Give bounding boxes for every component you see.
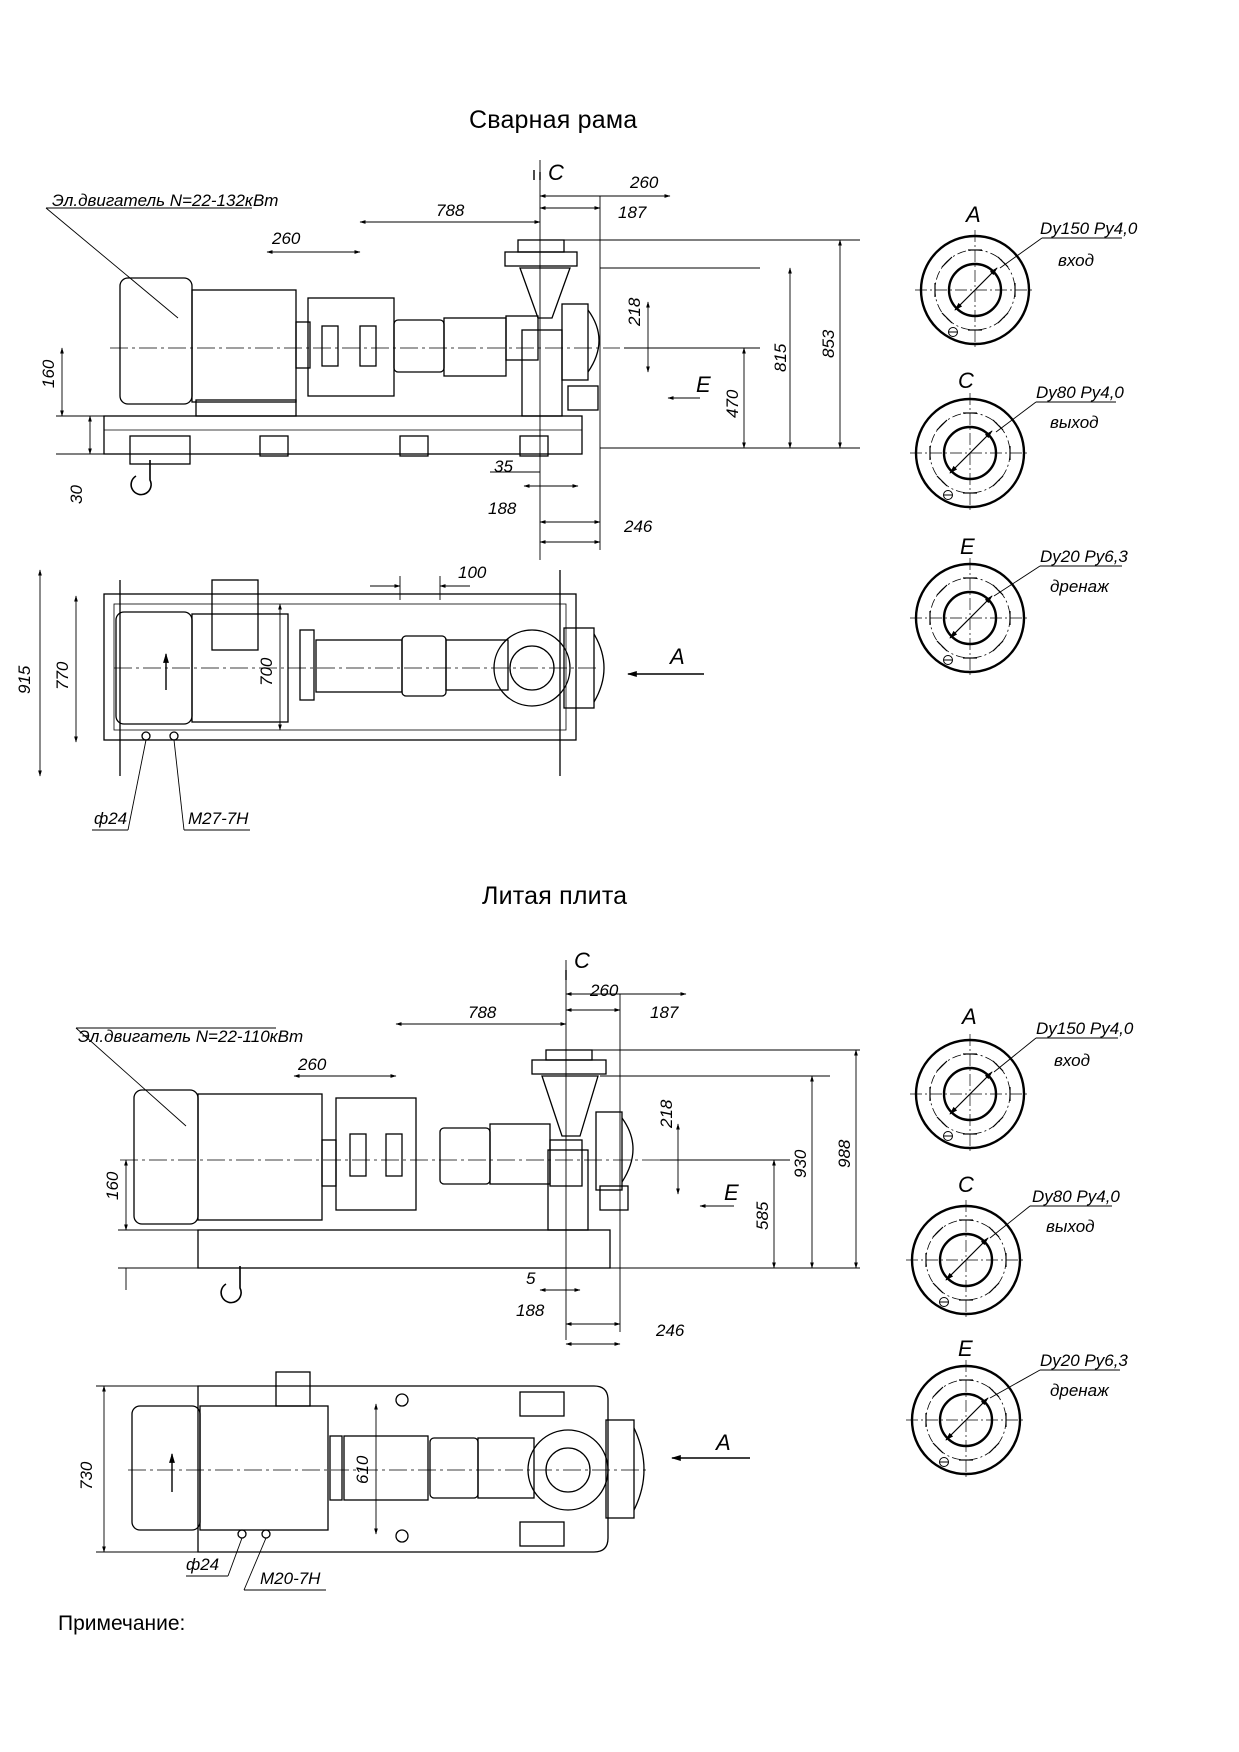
dim-700: 700 — [257, 657, 276, 686]
flange-name-a-2: вход — [1054, 1051, 1090, 1070]
flange-name-a-1: вход — [1058, 251, 1094, 270]
flange-name-e-1: дренаж — [1050, 577, 1110, 596]
flange-name-c-2: выход — [1046, 1217, 1095, 1236]
cast-plate-plan-view — [128, 1371, 650, 1553]
mark-e-2: E — [724, 1180, 739, 1205]
dim-218-2: 218 — [657, 1099, 676, 1129]
dim-260-top-1: 260 — [629, 173, 659, 192]
dim-930: 930 — [791, 1149, 810, 1178]
flange-c-outlet-2 — [906, 1200, 1026, 1320]
section-title-welded-frame: Сварная рама — [469, 106, 638, 134]
dim-788-1: 788 — [436, 201, 465, 220]
dim-260-top-2: 260 — [589, 981, 619, 1000]
dim-5: 5 — [526, 1269, 536, 1288]
welded-frame-dimension-lines — [45, 160, 860, 560]
dim-187-2: 187 — [650, 1003, 679, 1022]
flange-spec-e-2: Dy20 Py6,3 — [1040, 1351, 1128, 1370]
cast-plate-dimension-text: Эл.двигатель N=22-110кВт 788 260 260 187… — [78, 948, 854, 1340]
dim-35: 35 — [494, 457, 513, 476]
dim-160-1: 160 — [39, 359, 58, 388]
dim-610: 610 — [353, 1455, 372, 1484]
flange-spec-a-2: Dy150 Py4,0 — [1036, 1019, 1134, 1038]
hole-m27: М27-7Н — [188, 809, 249, 828]
flange-views-2: A Dy150 Py4,0 вход C Dy80 Py4,0 выход E … — [906, 1004, 1134, 1480]
dim-260-left-1: 260 — [271, 229, 301, 248]
flange-mark-c-2: C — [958, 1172, 974, 1197]
dim-100: 100 — [458, 563, 487, 582]
dim-218-1: 218 — [625, 297, 644, 327]
dim-853: 853 — [819, 329, 838, 358]
welded-frame-plan-view — [103, 570, 605, 776]
mark-a-2: A — [714, 1430, 731, 1455]
flange-mark-a-2: A — [960, 1004, 977, 1029]
flange-name-e-2: дренаж — [1050, 1381, 1110, 1400]
dim-730: 730 — [77, 1461, 96, 1490]
section-title-cast-plate: Литая плита — [482, 882, 628, 910]
dim-988: 988 — [835, 1139, 854, 1168]
hole-d24-2: ф24 — [186, 1555, 219, 1574]
cast-plate-plan-text: 730 610 ф24 М20-7Н A — [77, 1430, 731, 1588]
flange-a-inlet-2 — [910, 1034, 1030, 1154]
flange-e-drain-1 — [910, 558, 1030, 678]
flange-mark-c-1: C — [958, 368, 974, 393]
flange-spec-c-2: Dy80 Py4,0 — [1032, 1187, 1120, 1206]
dim-246-2: 246 — [655, 1321, 685, 1340]
motor-label-2: Эл.двигатель N=22-110кВт — [78, 1027, 303, 1046]
dim-188-2: 188 — [516, 1301, 545, 1320]
dim-187-1: 187 — [618, 203, 647, 222]
dim-815: 815 — [771, 343, 790, 372]
motor-label-1: Эл.двигатель N=22-132кВт — [52, 191, 278, 210]
dim-585: 585 — [753, 1201, 772, 1230]
flange-spec-a-1: Dy150 Py4,0 — [1040, 219, 1138, 238]
welded-frame-plan-dims — [38, 569, 704, 831]
flange-name-c-1: выход — [1050, 413, 1099, 432]
cast-plate-plan-dims — [96, 1385, 750, 1591]
dim-770: 770 — [53, 661, 72, 690]
hole-m20: М20-7Н — [260, 1569, 321, 1588]
flange-mark-a-1: A — [964, 202, 981, 227]
flange-mark-e-1: E — [960, 534, 975, 559]
mark-c-1: C — [548, 160, 564, 185]
dim-260-left-2: 260 — [297, 1055, 327, 1074]
note-heading: Примечание: — [58, 1612, 186, 1635]
flange-spec-c-1: Dy80 Py4,0 — [1036, 383, 1124, 402]
flange-views-1: A Dy150 Py4,0 вход C Dy80 Py4,0 выход E … — [910, 202, 1138, 678]
welded-frame-side-view — [103, 239, 620, 496]
dim-246-1: 246 — [623, 517, 653, 536]
mark-c-2: C — [574, 948, 590, 973]
dim-30: 30 — [67, 485, 86, 504]
dim-788-2: 788 — [468, 1003, 497, 1022]
dim-470: 470 — [723, 389, 742, 418]
welded-frame-plan-text: 100 915 770 700 ф24 М27-7Н A — [15, 563, 685, 828]
flange-a-inlet-1 — [915, 230, 1035, 350]
cast-plate-side-view — [120, 1049, 660, 1304]
mark-e-1: E — [696, 372, 711, 397]
flange-mark-e-2: E — [958, 1336, 973, 1361]
flange-c-outlet-1 — [910, 393, 1030, 513]
hole-d24-1: ф24 — [94, 809, 127, 828]
dim-915: 915 — [15, 665, 34, 694]
dim-160-2: 160 — [103, 1171, 122, 1200]
welded-frame-dimension-text: Эл.двигатель N=22-132кВт 788 260 260 187… — [39, 160, 838, 536]
flange-e-drain-2 — [906, 1360, 1026, 1480]
flange-spec-e-1: Dy20 Py6,3 — [1040, 547, 1128, 566]
mark-a-1: A — [668, 644, 685, 669]
dim-188-1: 188 — [488, 499, 517, 518]
cast-plate-dimension-lines — [75, 960, 860, 1346]
